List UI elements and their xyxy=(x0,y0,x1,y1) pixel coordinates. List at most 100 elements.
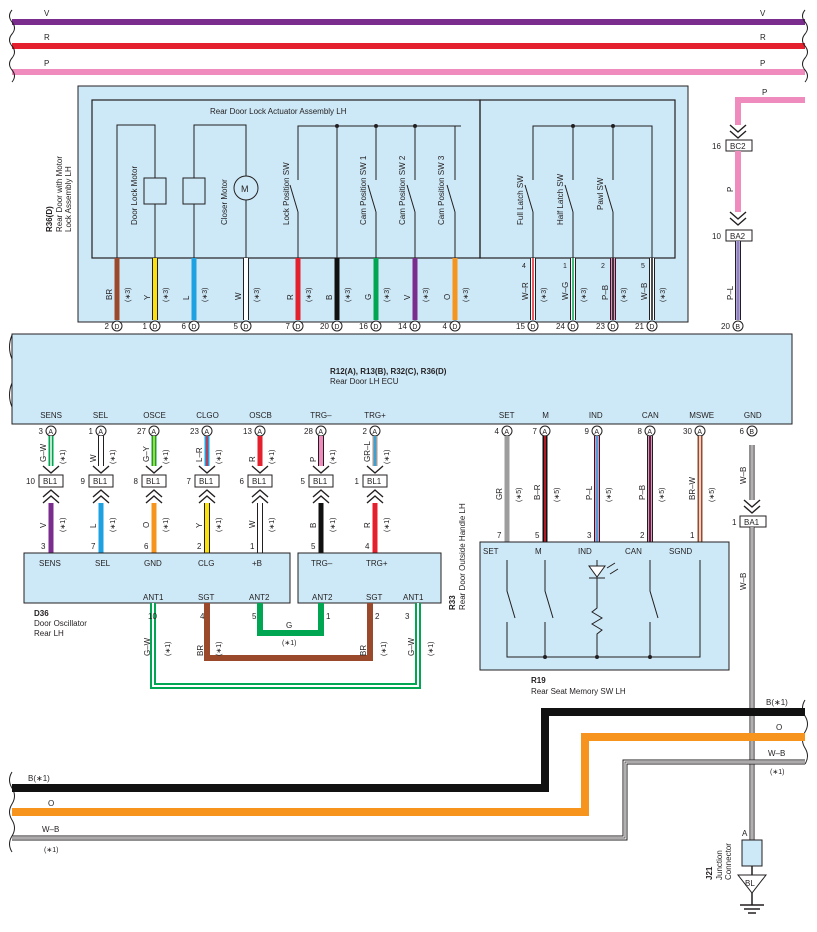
d36-ant2-note: (∗1) xyxy=(282,640,296,647)
r19-pin-m: M xyxy=(535,547,542,556)
label-half-latch-sw: Half Latch SW xyxy=(556,173,565,225)
ecu-bottom-num-IND: 9 xyxy=(585,427,590,436)
ecu-bottom-pin-TRG+: TRG+ xyxy=(364,411,386,420)
motor-symbol-m: M xyxy=(241,184,249,194)
r19-wire-color-4: BR–W xyxy=(688,476,697,500)
device-pin-num-4: 1 xyxy=(250,542,255,551)
bl1-pin-4: 6 xyxy=(240,477,245,486)
bl1-chevron-6 xyxy=(366,465,384,474)
bl1-lower-color-3: Y xyxy=(195,522,204,528)
bl1-box-5 xyxy=(308,474,334,488)
r19-junction-dots xyxy=(543,655,652,659)
bl1-lower-chevron-0 xyxy=(42,489,60,504)
top-wire-color-POLE: P–B xyxy=(601,285,610,300)
harness-wb-note-right: (∗1) xyxy=(770,769,784,776)
top-pin-bubble-MPX2 xyxy=(732,320,744,332)
bl1-lower-note-2: (∗1) xyxy=(163,518,170,532)
harness-orange xyxy=(12,733,805,816)
junction-dot xyxy=(611,124,615,128)
j21-box xyxy=(741,839,763,867)
top-wire-note-A–: (∗3) xyxy=(163,288,170,302)
top-wire-color-A–: Y xyxy=(143,294,152,300)
r36-name-line2: Lock Assembly LH xyxy=(64,166,73,232)
d36-name-line1: Door Oscillator xyxy=(34,619,87,628)
bl1-lower-chevron-6 xyxy=(366,489,384,504)
gnd-wire-color: W–B xyxy=(739,467,748,484)
ecu-bottom-pin-GND: GND xyxy=(744,411,762,420)
top-pin-bubble-A+-letter: D xyxy=(114,324,119,331)
device-pin-num-2: 6 xyxy=(144,542,149,551)
top-pin-bubble-CPS1-letter: D xyxy=(373,324,378,331)
bl1-lower-color-4: W xyxy=(248,520,257,528)
latch-common xyxy=(532,125,653,258)
top-wire-note-CPS2: (∗3) xyxy=(423,288,430,302)
harness-wb-note-left: (∗1) xyxy=(44,847,58,854)
label-door-lock-motor: Door Lock Motor xyxy=(130,166,139,225)
r19-pin-num-4: 1 xyxy=(690,531,695,540)
top-pin-bubble-A+ xyxy=(111,320,123,332)
set-switch xyxy=(506,560,516,619)
ba2-name: BA2 xyxy=(730,232,746,241)
top-wire-color-CPSE: B xyxy=(325,295,334,300)
d36-pin-gnd: GND xyxy=(144,559,162,568)
r19-wire-color-0: GR xyxy=(495,488,504,500)
bl1-lower-chevron-2 xyxy=(145,489,163,504)
ecu-bottom-pin-TRG–: TRG– xyxy=(310,411,332,420)
top-wire-note-DLEL: (∗3) xyxy=(660,288,667,302)
top-pin-bubble-LSW xyxy=(292,320,304,332)
bl1-lower-note-3: (∗1) xyxy=(216,518,223,532)
harness-wb-stripe xyxy=(12,761,805,839)
ba2-chevron xyxy=(729,211,747,226)
bl1-upper-color-2: G–Y xyxy=(142,445,151,462)
top-pin-bubble-A1–-letter: D xyxy=(243,324,248,331)
ecu-bottom-bubble-IND-letter: A xyxy=(594,429,599,436)
inner-pin-half: 1 xyxy=(563,263,567,270)
j21-code: J21 xyxy=(705,866,714,880)
bl1-box-4 xyxy=(247,474,273,488)
bus-r-label: R xyxy=(44,33,50,42)
r36-code: R36(D) xyxy=(45,206,54,232)
bl1-upper-note-0: (∗1) xyxy=(60,450,67,464)
j21-line1: Junction xyxy=(715,850,724,880)
bl1-upper-color-6: GR–L xyxy=(363,441,372,462)
half-latch-blade xyxy=(564,184,574,213)
d36-pin-clg: CLG xyxy=(198,559,214,568)
top-wire-note-A1+: (∗3) xyxy=(202,288,209,302)
ba2-pin: 10 xyxy=(712,232,721,241)
bl1-lower-color-6: R xyxy=(363,522,372,528)
d36-pin-ant1: ANT1 xyxy=(143,593,164,602)
ecu-bottom-pin-MSWE: MSWE xyxy=(689,411,714,420)
p-feed-color: P xyxy=(726,187,735,192)
top-pin-num-CPS2: 14 xyxy=(398,322,407,331)
common-bus-top xyxy=(297,125,461,180)
top-wire-note-HALF: (∗3) xyxy=(581,288,588,302)
device-pin-num-6: 4 xyxy=(365,542,370,551)
bl1-name-6: BL1 xyxy=(367,477,382,486)
ecu-bottom-pin-CAN: CAN xyxy=(642,411,659,420)
harness-black xyxy=(12,708,805,792)
ecu-bottom-bubble-OSCB-letter: A xyxy=(257,429,262,436)
top-wire-color-CPS1: G xyxy=(364,294,373,300)
top-pin-bubble-CPS2-letter: D xyxy=(412,324,417,331)
pawl-blade xyxy=(604,184,614,213)
d36-pin-plus-b: +B xyxy=(252,559,262,568)
bl1-lower-note-1: (∗1) xyxy=(110,518,117,532)
top-pin-bubble-POLE xyxy=(607,320,619,332)
lock-pos-sw-blade xyxy=(289,184,299,213)
d36-pin-sens: SENS xyxy=(39,559,61,568)
label-lock-position-sw: Lock Position SW xyxy=(282,162,291,225)
bc2-name: BC2 xyxy=(730,142,746,151)
ecu-bottom-pin-SENS: SENS xyxy=(40,411,62,420)
ecu-bottom-bubble-CLGO-letter: A xyxy=(204,429,209,436)
r19-wire-note-2: (∗5) xyxy=(606,488,613,502)
top-pin-num-A+: 2 xyxy=(105,322,110,331)
p-feed-line: P BC2 16 P BA2 10 xyxy=(712,88,805,242)
bus-r: R R xyxy=(12,33,805,49)
d36-ant2-wire: G xyxy=(286,621,292,630)
bl1-pin-3: 7 xyxy=(187,477,192,486)
device-pin-num-0: 3 xyxy=(41,542,46,551)
top-pin-bubble-LSW-letter: D xyxy=(295,324,300,331)
ind-led-symbol xyxy=(588,565,606,578)
r19-pin-ind: IND xyxy=(578,547,592,556)
top-pin-bubble-POLE-letter: D xyxy=(610,324,615,331)
